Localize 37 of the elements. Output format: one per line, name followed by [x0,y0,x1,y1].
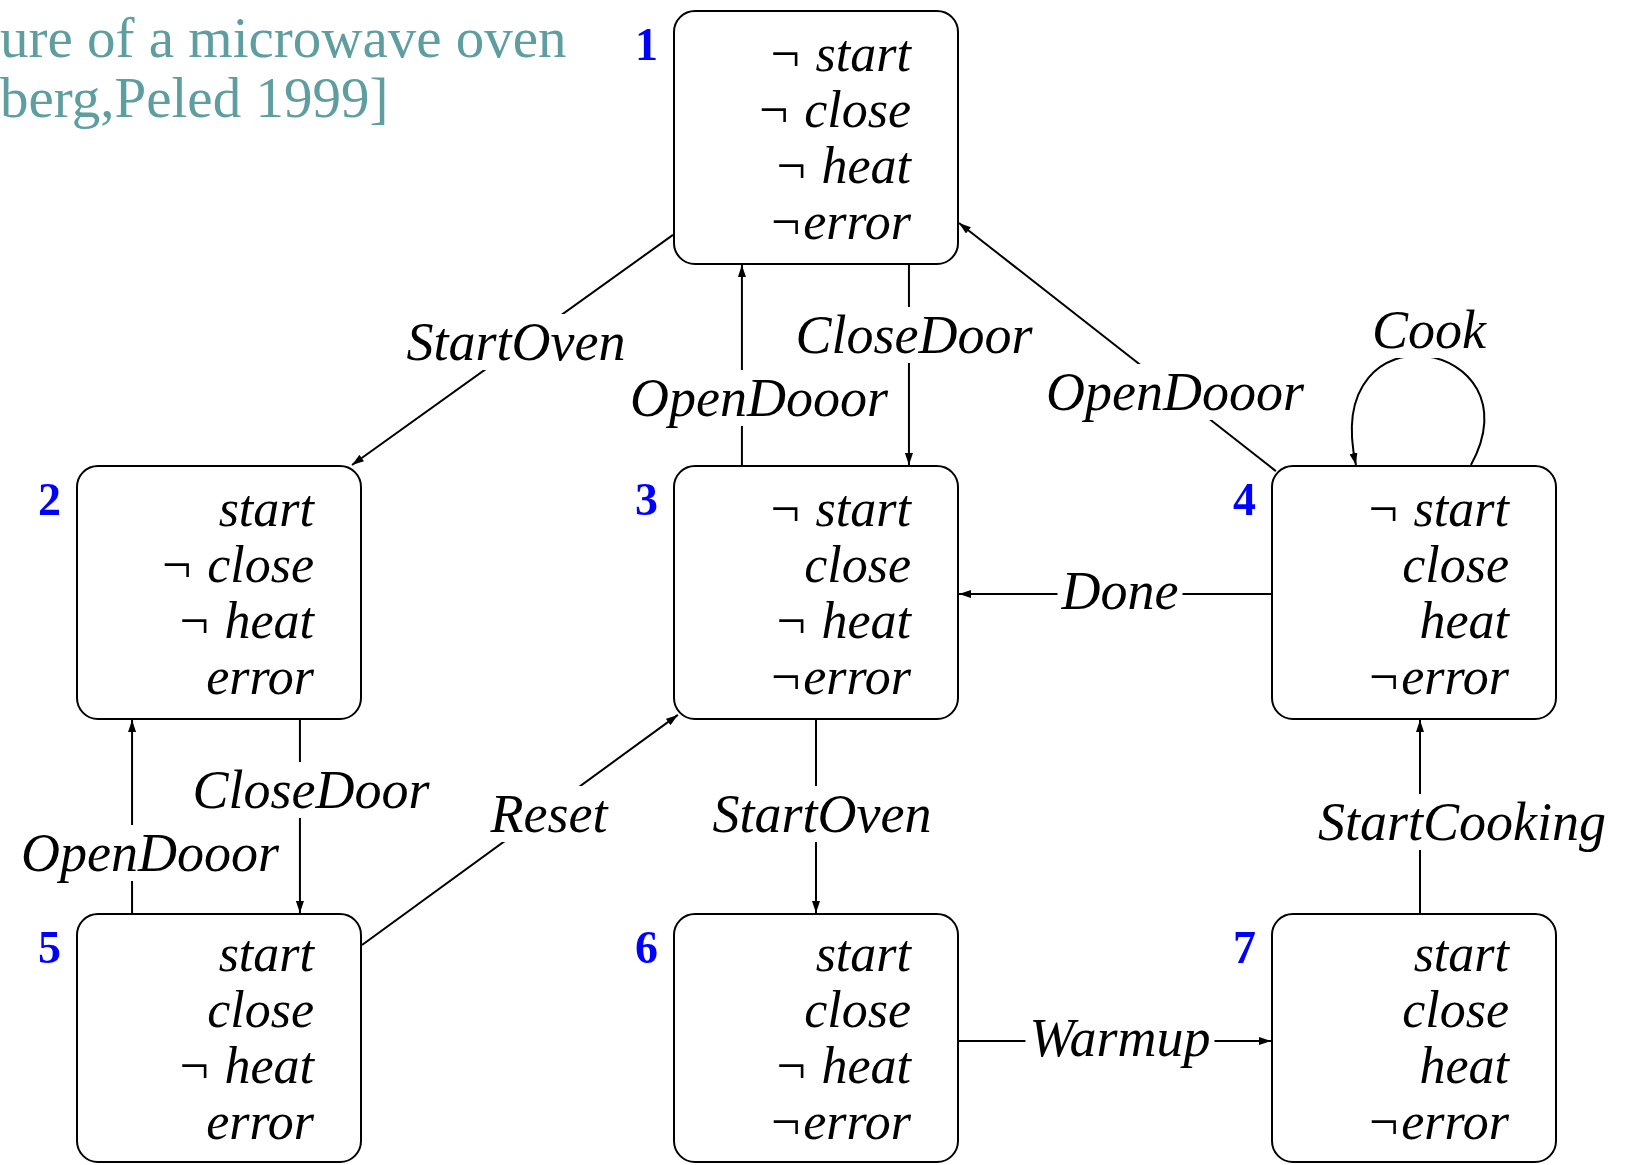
title-text: ure of a microwave oven [0,8,567,68]
state-proposition: close [1402,536,1509,593]
state-number: 6 [635,923,658,973]
state-proposition: ¬ start [767,480,911,537]
state-proposition: ¬error [1366,648,1509,705]
state-proposition: ¬error [768,1094,911,1150]
state-proposition: ¬ start [1365,480,1509,537]
state-proposition: ¬error [768,193,911,250]
state-proposition: close [207,982,314,1038]
state-proposition: error [206,1094,314,1150]
state-number: 1 [635,20,658,70]
state-number: 5 [38,923,61,973]
state-number: 3 [635,475,658,525]
state-proposition: ¬ close [756,81,911,138]
state-proposition: ¬ heat [773,137,911,194]
state-proposition: start [815,926,911,982]
state-number: 7 [1233,923,1256,973]
state-proposition: heat [1419,1038,1509,1094]
state-proposition: ¬error [768,648,911,705]
state-proposition: ¬ heat [773,1038,911,1094]
title-text: berg,Peled 1999] [0,68,390,128]
state-proposition: ¬ heat [176,1038,314,1094]
state-number: 2 [38,475,61,525]
state-proposition: start [218,480,314,537]
state-proposition: start [1413,926,1509,982]
state-proposition: ¬ heat [773,592,911,649]
state-proposition: close [804,536,911,593]
state-proposition: ¬ heat [176,592,314,649]
state-proposition: ¬ start [767,25,911,82]
state-proposition: close [1402,982,1509,1038]
state-proposition: ¬ close [159,536,314,593]
state-proposition: error [206,648,314,705]
state-proposition: heat [1419,592,1509,649]
state-proposition: start [218,926,314,982]
state-proposition: close [804,982,911,1038]
state-proposition: ¬error [1366,1094,1509,1150]
state-number: 4 [1233,475,1256,525]
